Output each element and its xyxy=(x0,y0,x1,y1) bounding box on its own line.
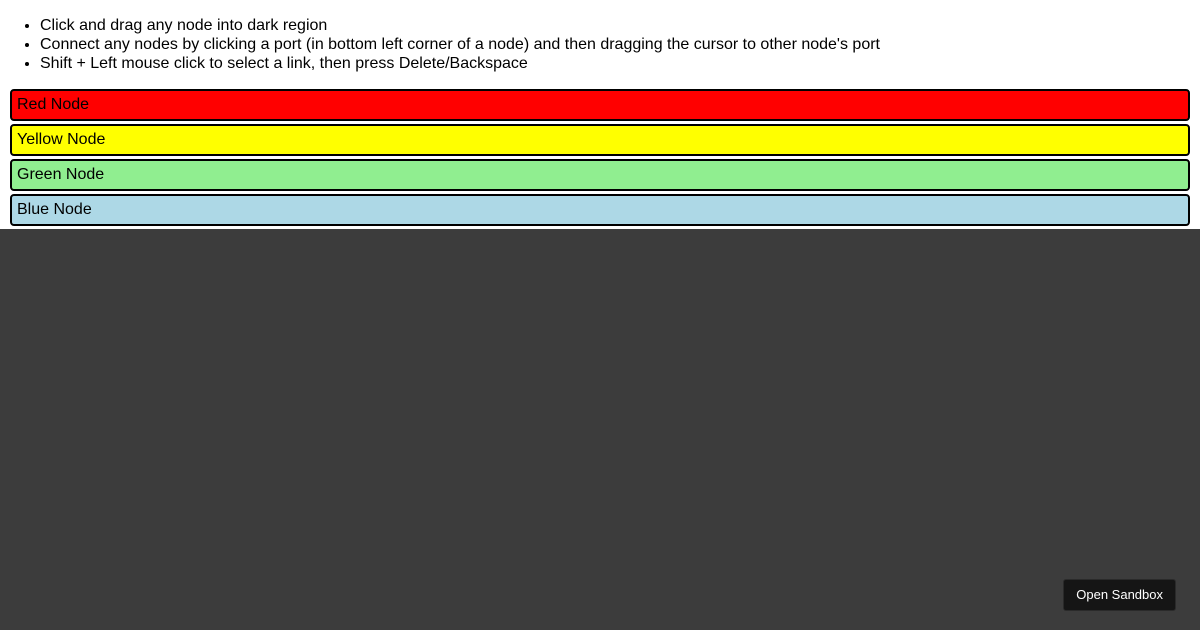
palette-node-blue[interactable]: Blue Node xyxy=(10,194,1190,226)
instruction-item: Connect any nodes by clicking a port (in… xyxy=(40,35,1200,54)
palette-node-green[interactable]: Green Node xyxy=(10,159,1190,191)
instruction-item: Click and drag any node into dark region xyxy=(40,16,1200,35)
instructions-list: Click and drag any node into dark region… xyxy=(0,0,1200,73)
node-palette: Red Node Yellow Node Green Node Blue Nod… xyxy=(10,89,1190,229)
palette-node-yellow[interactable]: Yellow Node xyxy=(10,124,1190,156)
palette-node-red[interactable]: Red Node xyxy=(10,89,1190,121)
instruction-item: Shift + Left mouse click to select a lin… xyxy=(40,54,1200,73)
open-sandbox-button[interactable]: Open Sandbox xyxy=(1063,579,1176,611)
diagram-canvas[interactable]: Open Sandbox xyxy=(0,229,1200,630)
